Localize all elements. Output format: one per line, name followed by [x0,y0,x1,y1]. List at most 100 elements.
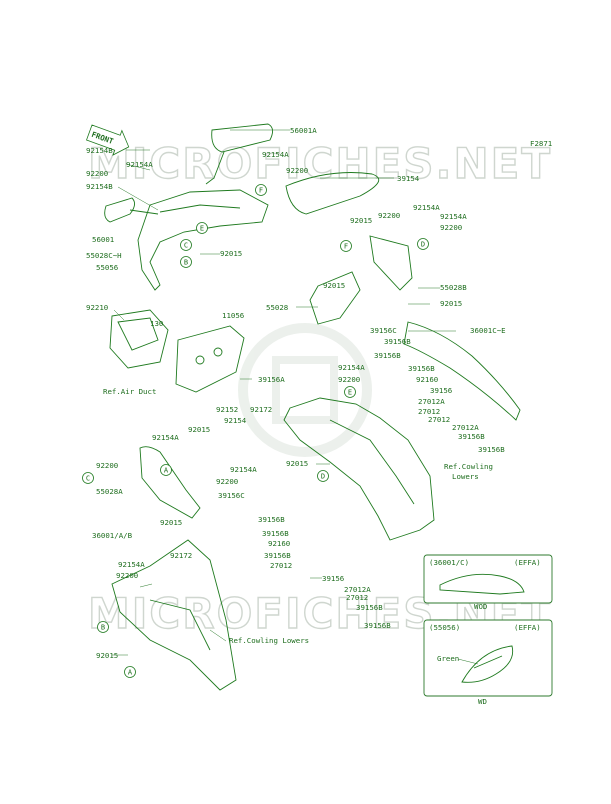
part-label-45: 92200 [96,461,118,470]
part-label-43: 39156B [478,445,505,454]
windshield-part [285,172,380,215]
callout-e-mid: E [348,389,352,397]
part-label-50: 92200 [216,477,238,486]
meter-bracket-part [175,325,245,393]
part-label-8: 92015 [220,249,242,258]
part-label-31: 39156B [384,337,411,346]
mirror-right-part [205,123,273,185]
part-label-57: 92172 [170,551,192,560]
part-label-56: 92160 [268,539,290,548]
part-label-49: 92154A [230,465,257,474]
part-label-32: 39156B [374,351,401,360]
mirror-left-part [104,197,159,223]
part-label-41: 27012A [452,423,479,432]
part-label-10: 92200 [286,166,308,175]
part-label-29: 36001C~E [470,326,506,335]
part-label-23: 11056 [222,311,244,320]
part-label-13: 92200 [378,211,400,220]
part-label-34: 92200 [338,375,360,384]
part-label-12: 92015 [350,216,372,225]
callout-a-mid: A [164,467,169,475]
ref-cowling-lowers-right-1: Ref.Cowling [444,462,493,471]
part-label-30: 39156C [370,326,397,335]
part-label-4: 92154B [86,182,113,191]
part-label-3: 92200 [86,169,108,178]
part-label-62: 27012A [344,585,371,594]
part-label-36: 92160 [416,375,438,384]
inset-55056-caption: WD [478,697,487,706]
callout-e-top: E [200,225,204,233]
part-label-40: 27012 [428,415,450,424]
inset-36001c: (36001/C) (EFFA) WOD [423,554,553,611]
inner-panel-center-part [309,271,361,325]
part-number-labels: 56001A92154B92154A9220092154B5600155028C… [86,126,506,660]
callout-d-mid: D [321,473,325,481]
part-label-35: 39156B [408,364,435,373]
ref-cowling-lowers-bottom: Ref.Cowling Lowers [229,636,309,645]
side-cover-right-part [369,235,413,291]
part-label-5: 56001 [92,235,114,244]
inset-55056-color-label: Green [437,654,459,663]
part-label-6: 55028C~H [86,251,122,260]
part-label-15: 92154A [440,212,467,221]
part-label-39: 27012 [418,407,440,416]
part-label-11: 39154 [397,174,420,183]
part-label-52: 39156B [258,515,285,524]
part-label-46: 92154A [152,433,179,442]
callout-b-top: B [184,259,188,267]
part-label-61: 27012 [270,561,292,570]
part-label-38: 27012A [418,397,445,406]
inset-55056-tag: (EFFA) [514,623,541,632]
part-label-64: 27012 [346,593,368,602]
part-label-33: 92154A [338,363,365,372]
part-label-19: 92015 [440,299,462,308]
part-label-7: 55056 [96,263,118,272]
part-label-67: 92015 [96,651,118,660]
part-label-17: 92015 [323,281,345,290]
callout-a-bottom: A [128,669,133,677]
part-label-0: 56001A [290,126,317,135]
part-label-47: 92015 [188,425,210,434]
part-label-16: 92200 [440,223,462,232]
front-arrow: FRONT [86,124,130,156]
ref-air-duct: Ref.Air Duct [103,387,156,396]
air-duct-bracket-part [109,309,169,369]
leader-lines [112,129,456,656]
callout-f-mid: F [344,243,348,251]
part-label-51: 39156C [218,491,245,500]
part-label-54: 36001/A/B [92,531,133,540]
callout-f-top: F [259,187,263,195]
part-label-26: 92154 [224,416,247,425]
part-label-25: 92152 [216,405,238,414]
upper-cowl-part [137,189,269,291]
part-label-66: 39156B [364,621,391,630]
callout-b-bottom: B [101,624,105,632]
part-label-28: 92172 [250,405,272,414]
part-label-59: 92200 [116,571,138,580]
front-cowl-left-part [139,446,201,519]
part-label-2: 92154A [126,160,153,169]
part-label-63: 39156 [322,574,344,583]
inset-36001c-title: (36001/C) [429,558,469,567]
watermark-top: MICROFICHES.NET [88,139,552,188]
part-label-42: 39156B [458,432,485,441]
part-label-44: 92015 [286,459,308,468]
inset-55056: (55056) (EFFA) Green WD [423,619,553,706]
lower-cowl-left-part [111,539,237,691]
inset-36001c-caption: WOD [474,602,487,611]
watermark-logo [238,323,372,457]
part-label-14: 92154A [413,203,440,212]
inset-36001c-tag: (EFFA) [514,558,541,567]
callout-c-top: C [184,242,188,250]
main-cowling-center-part [283,397,435,541]
part-label-55: 39156B [262,529,289,538]
part-label-9: 92154A [262,150,289,159]
part-label-22: 130 [150,319,163,328]
part-label-48: 55028A [96,487,123,496]
part-label-20: 55028 [266,303,288,312]
figure-code: F2871 [530,139,552,148]
part-label-37: 39156 [430,386,452,395]
part-label-53: 92015 [160,518,182,527]
